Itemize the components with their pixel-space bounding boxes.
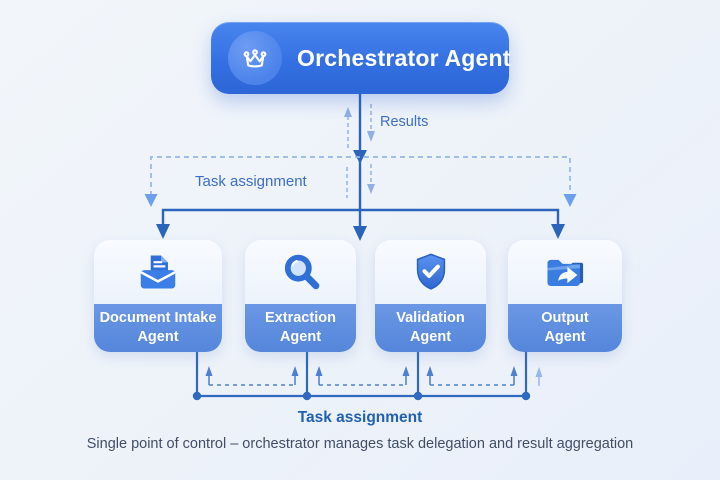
magnifier-icon <box>284 254 319 290</box>
agent-node-document-intake: Document Intake Agent <box>94 240 222 352</box>
agent-icon-area <box>94 240 222 304</box>
agent-label: Extraction Agent <box>245 304 356 352</box>
agent-label: Validation Agent <box>375 304 486 352</box>
shield-check-icon <box>416 253 445 290</box>
diagram-caption: Single point of control – orchestrator m… <box>86 436 634 452</box>
agent-node-validation: Validation Agent <box>375 240 486 352</box>
folder-share-icon <box>547 259 584 287</box>
center-dashed-arrows-lower <box>346 164 375 198</box>
task-assignment-dashed-bus <box>144 156 577 207</box>
agent-name-line2: Agent <box>544 329 586 345</box>
distribution-bar-arrows <box>156 208 565 239</box>
agent-name-line2: Agent <box>409 329 452 345</box>
results-feedback-arrows <box>344 104 375 150</box>
center-flow-arrow <box>353 94 367 241</box>
agent-name-line1: Output <box>541 309 589 326</box>
right-edge-up-arrow <box>535 367 543 386</box>
agent-label: Output Agent <box>508 304 622 352</box>
agent-node-output: Output Agent <box>508 240 622 352</box>
task-assignment-top-label: Task assignment <box>195 173 307 190</box>
inbox-document-icon <box>140 255 176 289</box>
agent-name-line2: Agent <box>137 329 179 345</box>
crown-icon <box>243 49 267 68</box>
orchestrator-agent-node: Orchestrator Agent <box>211 22 511 94</box>
agent-node-extraction: Extraction Agent <box>245 240 356 352</box>
bottom-aggregation-bus <box>192 352 531 401</box>
agent-icon-area <box>508 240 622 304</box>
agent-icon-area <box>245 240 356 304</box>
agent-name-line2: Agent <box>279 329 322 345</box>
crown-badge <box>228 31 282 85</box>
orchestrator-title: Orchestrator Agent <box>297 44 511 71</box>
agent-name-line1: Extraction <box>265 309 336 326</box>
agent-label: Document Intake Agent <box>94 304 222 352</box>
agent-name-line1: Validation <box>396 309 465 326</box>
results-label: Results <box>380 114 429 130</box>
inter-agent-dashed-arrows <box>205 366 518 386</box>
agent-icon-area <box>375 240 486 304</box>
agent-name-line1: Document Intake <box>99 309 217 326</box>
task-assignment-bottom-label: Task assignment <box>297 409 423 426</box>
